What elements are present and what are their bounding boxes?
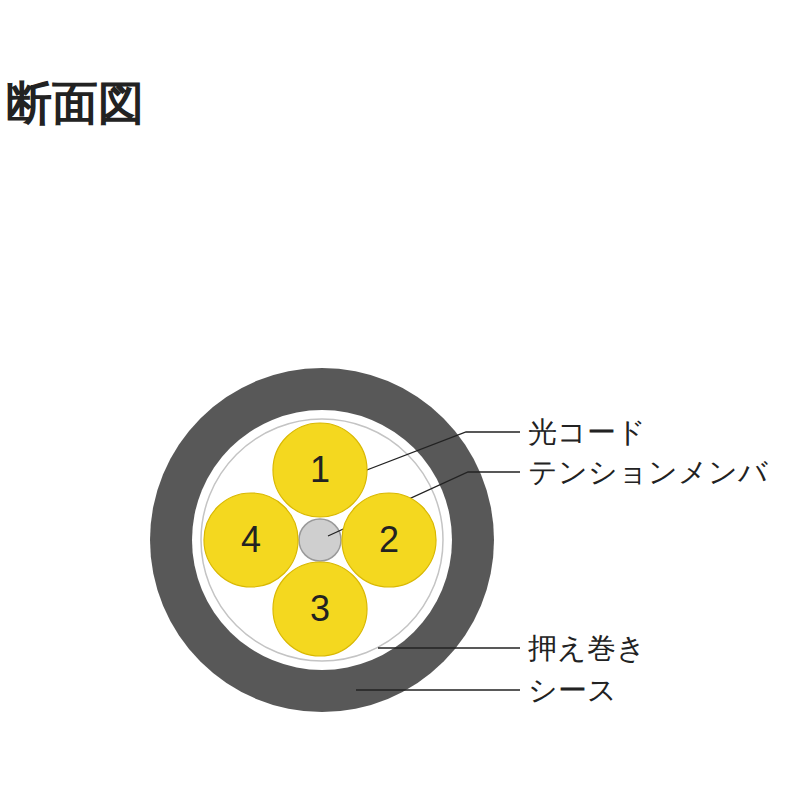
optical-cord: 4 xyxy=(203,492,299,588)
callout-number: 3 xyxy=(272,561,368,657)
callout-number: 1 xyxy=(272,422,368,518)
cord-circle xyxy=(342,493,436,587)
sheath xyxy=(150,368,494,712)
diagram-title: 断面図 xyxy=(6,76,144,131)
part-name: 押え巻き xyxy=(528,631,646,666)
optical-cord: 1 xyxy=(272,422,368,518)
leader-line xyxy=(378,647,520,648)
cord-circle xyxy=(204,493,298,587)
callout-number: 2 xyxy=(341,492,437,588)
leader-line xyxy=(356,689,520,690)
inner-space xyxy=(192,410,452,670)
cord-circle xyxy=(273,423,367,517)
optical-cord: 3 xyxy=(272,561,368,657)
part-name: テンションメンバ xyxy=(528,455,768,490)
callout-number: 4 xyxy=(203,492,299,588)
part-name: 光コード xyxy=(528,415,646,450)
part-name: シース xyxy=(528,673,617,708)
optical-cord: 2 xyxy=(341,492,437,588)
leader-line xyxy=(346,432,520,478)
cord-circle xyxy=(273,562,367,656)
tension-member xyxy=(299,519,341,561)
